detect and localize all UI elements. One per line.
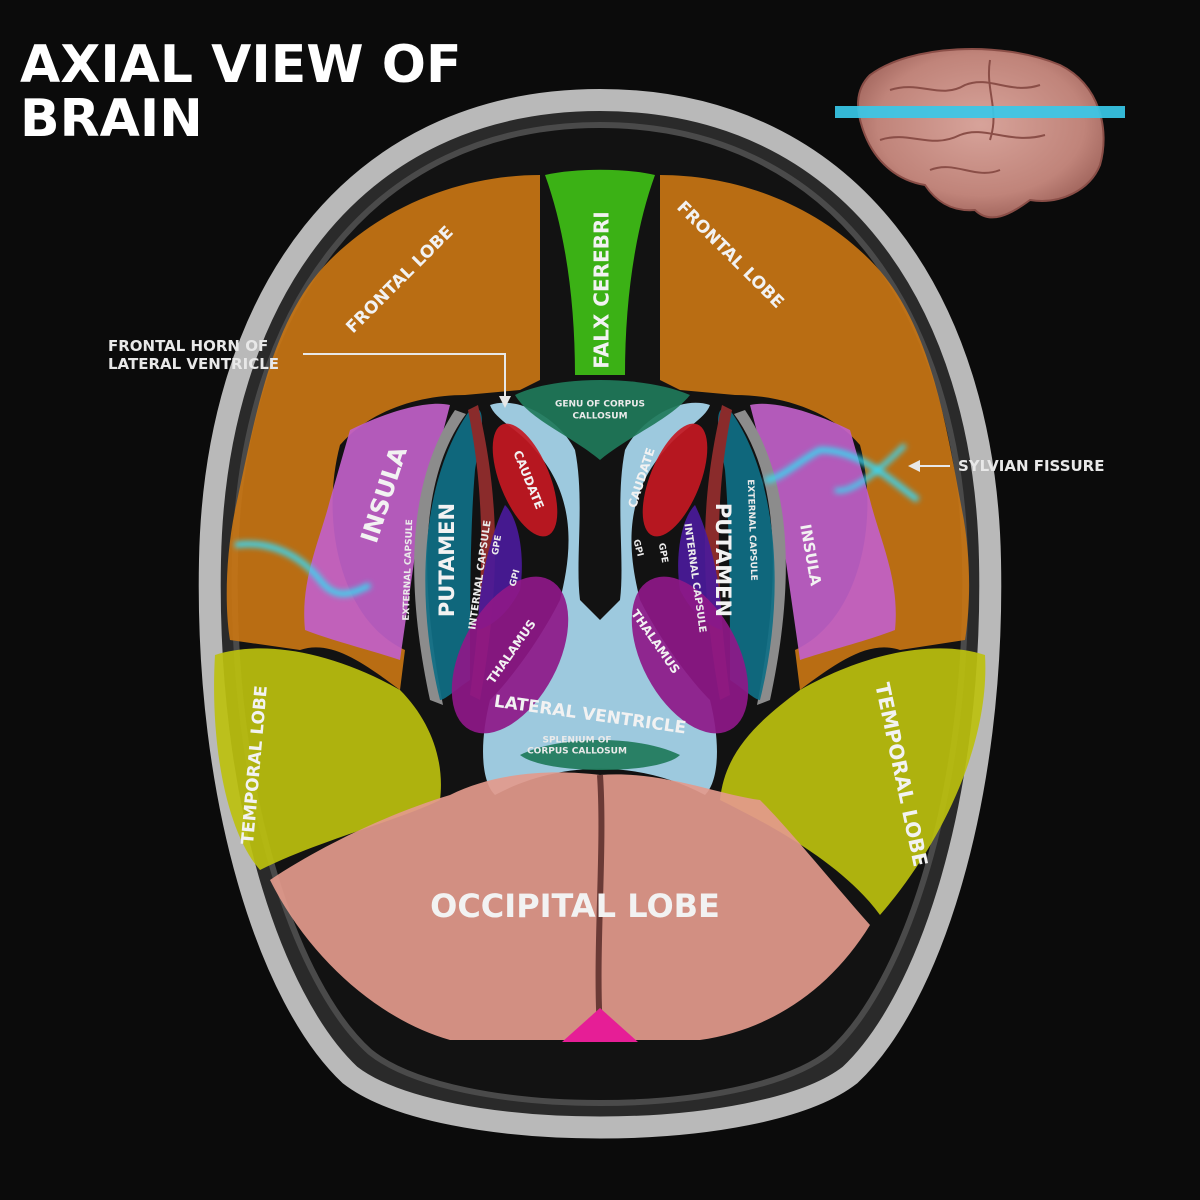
- thalamus-left: [451, 576, 569, 734]
- callout-sylvian-arrowhead: [908, 460, 920, 472]
- page-title: AXIAL VIEW OF BRAIN: [20, 38, 461, 146]
- genu-of-corpus-callosum: [515, 380, 690, 460]
- occipital-midline: [595, 774, 605, 1031]
- occipital-lobe: [270, 772, 870, 1040]
- caudate-left: [492, 423, 558, 537]
- external-capsule-right: [734, 410, 786, 705]
- title-line-1: AXIAL VIEW OF: [20, 35, 462, 95]
- label-splenium-line-1: SPLENIUM OF: [542, 736, 611, 746]
- callout-frontal-horn-leader: [303, 353, 506, 402]
- label-gpe-left: GPE: [491, 534, 504, 556]
- falx-cerebri: [545, 169, 655, 375]
- label-putamen-right: PUTAMEN: [711, 503, 735, 617]
- label-gpe-right: GPE: [656, 542, 669, 564]
- temporal-lobe-left: [214, 648, 441, 870]
- sylvian-fissure-left: [234, 541, 372, 597]
- putamen-left: [425, 408, 482, 700]
- callout-frontal-horn-line-2: LATERAL VENTRICLE: [108, 355, 279, 373]
- splenium-of-corpus-callosum: [520, 740, 680, 770]
- sylvian-fissure-right: [764, 446, 920, 503]
- frontal-lobe-right: [660, 175, 970, 690]
- callout-sylvian-fissure: SYLVIAN FISSURE: [958, 457, 1104, 475]
- label-gpi-left: GPI: [508, 568, 522, 587]
- putamen-right: [718, 408, 775, 700]
- brain-orientation-illustration: [835, 48, 1125, 219]
- insula-right: [750, 403, 896, 660]
- label-external-capsule-right: EXTERNAL CAPSULE: [745, 479, 759, 581]
- label-splenium-line-2: CORPUS CALLOSUM: [527, 747, 627, 757]
- title-line-2: BRAIN: [20, 89, 203, 149]
- regions: [214, 169, 986, 1042]
- label-external-capsule-left: EXTERNAL CAPSULE: [402, 519, 416, 621]
- callout-frontal-horn-line-1: FRONTAL HORN OF: [108, 337, 268, 355]
- sylvian-fissure-right-branch: [834, 443, 907, 494]
- label-falx-cerebri: FALX CEREBRI: [590, 211, 614, 368]
- callouts: FRONTAL HORN OF LATERAL VENTRICLE SYLVIA…: [108, 337, 1104, 475]
- label-gpi-right: GPI: [630, 538, 644, 557]
- venous-sinus: [562, 1008, 638, 1042]
- external-capsule-left: [414, 410, 466, 705]
- label-putamen-left: PUTAMEN: [435, 503, 459, 617]
- label-occipital-lobe: OCCIPITAL LOBE: [430, 887, 720, 925]
- lateral-ventricle: [483, 402, 717, 795]
- callout-frontal-horn-arrowhead: [499, 396, 511, 408]
- thalamus-right: [631, 576, 749, 734]
- caudate-right: [642, 423, 708, 537]
- axial-plane-indicator: [835, 106, 1125, 118]
- brain-illustration-folds: [879, 59, 1046, 174]
- label-genu-line-1: GENU OF CORPUS: [555, 400, 645, 410]
- temporal-lobe-right: [720, 648, 986, 915]
- label-genu-line-2: CALLOSUM: [572, 412, 627, 422]
